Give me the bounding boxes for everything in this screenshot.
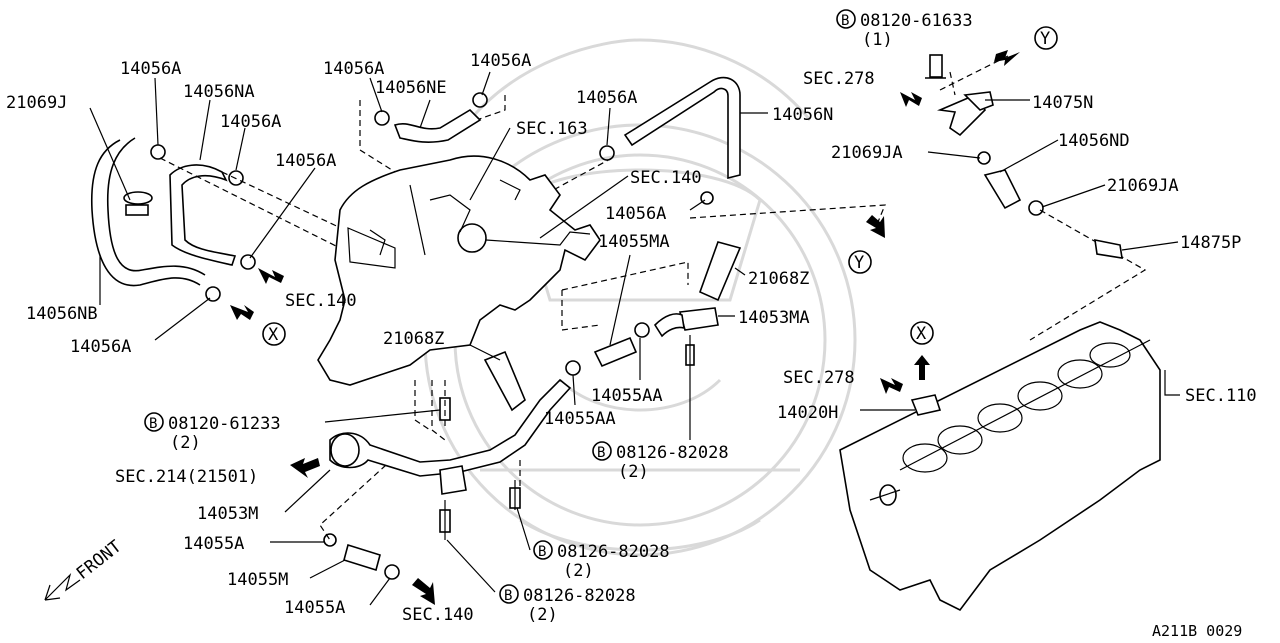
label-14056A-8: 14056A [605, 204, 666, 224]
ref-circle-x-2 [910, 321, 934, 345]
label-14055AA-2: 14055AA [544, 409, 616, 429]
arrow-sec214 [290, 458, 320, 478]
label-14075N: 14075N [1032, 93, 1093, 113]
label-14056A-7: 14056A [576, 88, 637, 108]
arrows [230, 50, 1020, 605]
label-21069JA-2: 21069JA [1107, 176, 1179, 196]
label-14055A-2: 14055A [284, 598, 345, 618]
label-qty-61233: (2) [170, 433, 201, 453]
label-sec214: SEC.214(21501) [115, 467, 258, 487]
arrow-sec278-1 [900, 92, 922, 107]
label-14056A-1: 14056A [120, 59, 181, 79]
ref-circle-y-2 [1034, 26, 1058, 50]
diagram-code: A211B 0029 [1152, 622, 1242, 639]
arrow-sec140-1 [258, 268, 284, 284]
front-label: FRONT [73, 537, 126, 584]
ref-circle-x-1 [262, 322, 286, 346]
ref-y-1: Y [854, 253, 864, 273]
label-qty-82028-2: (2) [563, 561, 594, 581]
ref-y-2: Y [1040, 29, 1050, 49]
b-mark-3: B [538, 544, 546, 560]
label-14056A-6: 14056A [470, 51, 531, 71]
b-mark-1: B [149, 416, 157, 432]
label-14055A-1: 14055A [183, 534, 244, 554]
label-21069JA-1: 21069JA [831, 143, 903, 163]
label-14055AA-1: 14055AA [591, 386, 663, 406]
intake-manifold [317, 155, 601, 386]
label-21068Z-1: 21068Z [748, 269, 809, 289]
engine-block [839, 321, 1161, 612]
hose-21069J-group [90, 137, 256, 302]
label-sec278-1: SEC.278 [803, 69, 875, 89]
label-14056NA: 14056NA [183, 82, 255, 102]
ref-x-1: X [268, 325, 279, 345]
label-sec278-2: SEC.278 [783, 368, 855, 388]
label-sec140-2: SEC.140 [630, 168, 702, 188]
hose-14056N [599, 76, 741, 205]
arrow-sec140-3 [412, 578, 435, 605]
label-14056ND: 14056ND [1058, 131, 1130, 151]
arrow-to-y-2 [994, 50, 1020, 66]
arrow-sec278-2 [880, 378, 903, 394]
label-14055M: 14055M [227, 570, 288, 590]
reference-markers: X X Y Y [262, 26, 1058, 346]
front-indicator: FRONT [44, 537, 126, 601]
label-14056A-5: 14056A [323, 59, 384, 79]
label-qty-61633: (1) [862, 30, 893, 50]
pipe-14053M-group [323, 350, 581, 580]
callout-leaders [89, 71, 1180, 606]
arrow-to-y-1 [866, 215, 885, 238]
b-mark-2: B [597, 445, 605, 461]
label-sec140-1: SEC.140 [285, 291, 357, 311]
part-labels: 21069J 14056A 14056NA 14056A 14056A 1405… [6, 11, 1257, 640]
label-21069J: 21069J [6, 93, 67, 113]
label-14056A-2: 14056A [220, 112, 281, 132]
label-14056A-4: 14056A [70, 337, 131, 357]
label-14056NE: 14056NE [375, 78, 447, 98]
label-sec110: SEC.110 [1185, 386, 1257, 406]
b-mark-4: B [504, 588, 512, 604]
label-14056A-3: 14056A [275, 151, 336, 171]
label-14020H: 14020H [777, 403, 838, 423]
label-21068Z-2: 21068Z [383, 329, 444, 349]
label-qty-82028-1: (2) [618, 462, 649, 482]
label-bolt-82028-2: 08126-82028 [557, 542, 670, 562]
arrow-to-x-2 [914, 355, 930, 380]
bracket-14075N-group [925, 54, 1123, 259]
label-sec140-3: SEC.140 [402, 605, 474, 625]
b-mark-5: B [841, 13, 849, 29]
ref-x-2: X [916, 324, 927, 344]
ref-circle-y-1 [848, 250, 872, 274]
label-qty-82028-3: (2) [527, 605, 558, 625]
label-14056N: 14056N [772, 105, 833, 125]
label-bolt-61233: 08120-61233 [168, 414, 281, 434]
label-14053M: 14053M [197, 504, 258, 524]
label-14875P: 14875P [1180, 233, 1241, 253]
outlet-14053MA-group [593, 241, 742, 375]
label-14053MA: 14053MA [738, 308, 810, 328]
label-bolt-82028-3: 08126-82028 [523, 586, 636, 606]
label-14055MA: 14055MA [598, 232, 670, 252]
label-14056NB: 14056NB [26, 304, 98, 324]
label-sec163: SEC.163 [516, 119, 588, 139]
bolt-markers: B B B B B [144, 9, 856, 604]
label-bolt-61633: 08120-61633 [860, 11, 973, 31]
label-bolt-82028-1: 08126-82028 [616, 443, 729, 463]
hose-14056NE [374, 92, 488, 143]
arrow-to-x-1 [230, 305, 254, 320]
